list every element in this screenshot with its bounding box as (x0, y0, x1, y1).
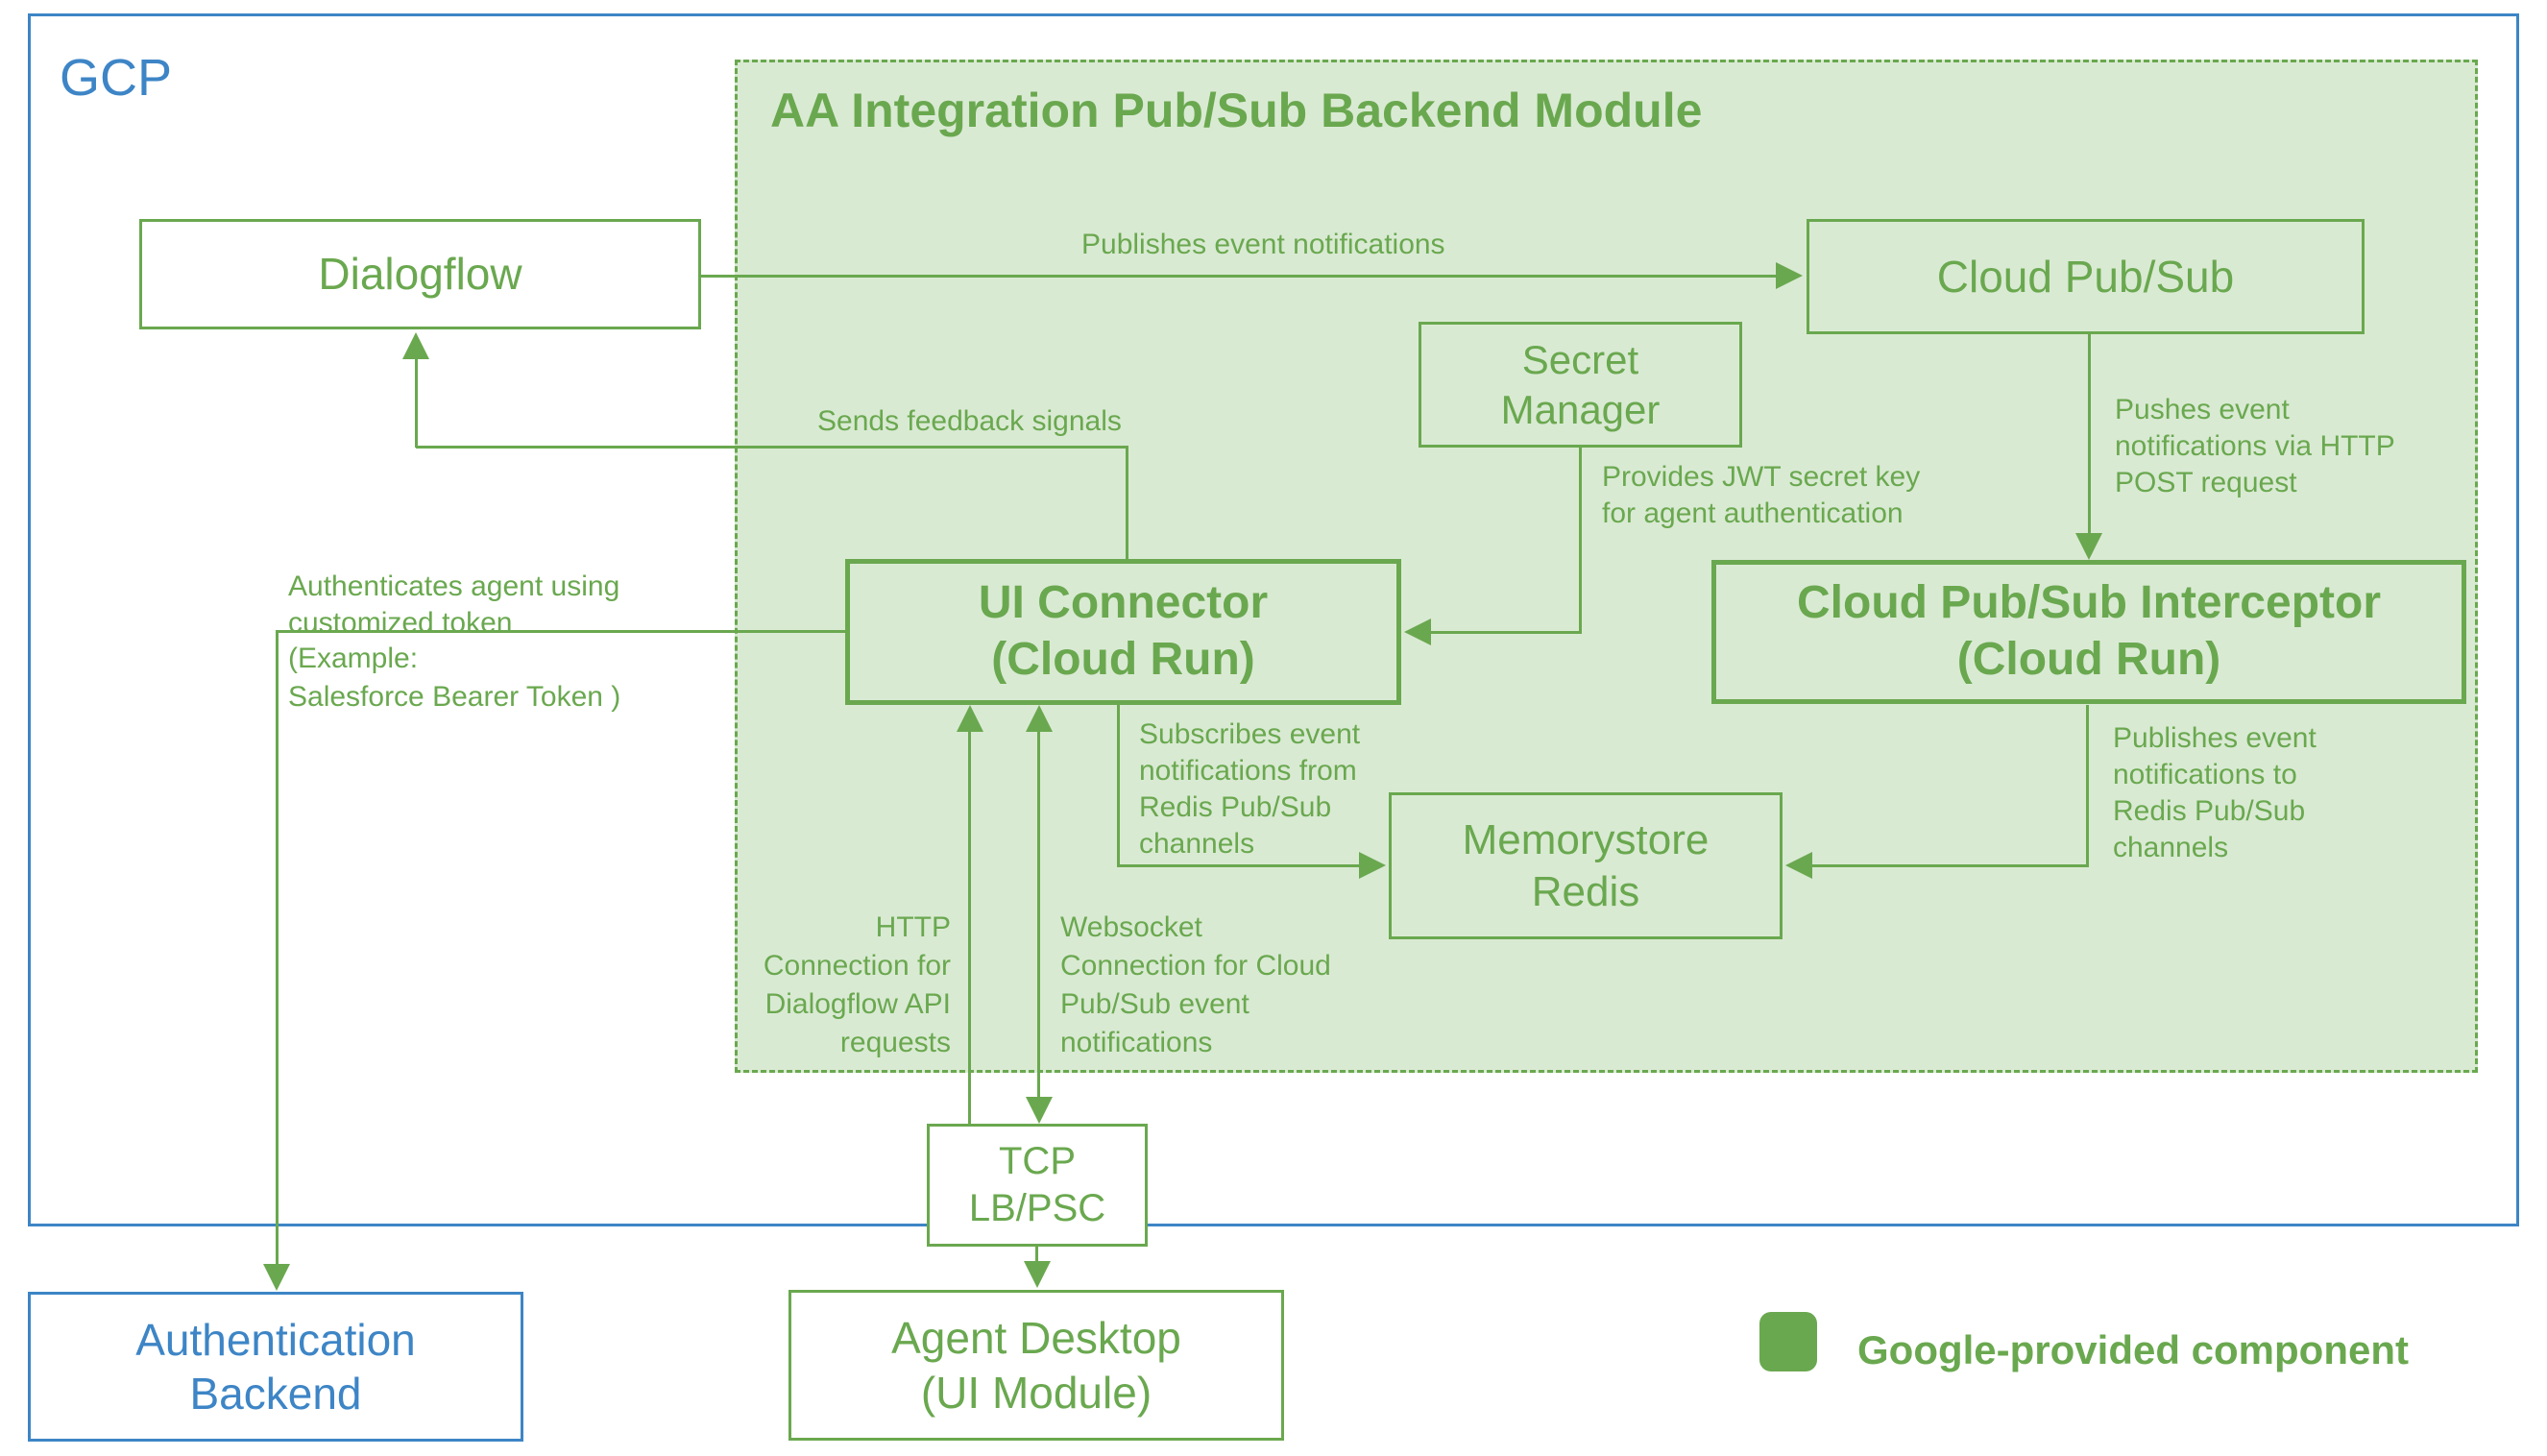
node-label: UI Connector (978, 577, 1269, 629)
edge-label-line: channels (1139, 828, 1255, 860)
edge-label-line: Subscribes event (1139, 718, 1361, 750)
edge-label-line: Connection for (763, 950, 951, 982)
node-dialogflow: Dialogflow (139, 219, 701, 329)
edge-websocket-arrowhead-up (1026, 705, 1053, 732)
edge-feedback-arrowhead (402, 332, 429, 359)
edge-label-line: POST request (2115, 467, 2297, 498)
node-agent-desktop: Agent Desktop (UI Module) (788, 1290, 1284, 1441)
edge-label-websocket-connection: Websocket Connection for Cloud Pub/Sub e… (1060, 909, 1331, 1062)
edge-http-arrowhead (957, 705, 983, 732)
edge-publishes-event-line (701, 275, 1778, 278)
edge-label-authenticates-top: Authenticates agent using customized tok… (288, 569, 619, 642)
edge-push-line (2088, 334, 2091, 534)
edge-publishes-event-arrowhead (1776, 262, 1803, 289)
edge-feedback-line-v2 (415, 358, 418, 448)
node-authentication-backend: Authentication Backend (28, 1292, 523, 1442)
node-label: (UI Module) (920, 1367, 1152, 1418)
edge-http-line (968, 728, 971, 1124)
edge-label-line: notifications from (1139, 755, 1357, 787)
edge-jwt-line-h (1430, 631, 1581, 634)
edge-label-publishes-redis: Publishes event notifications to Redis P… (2113, 720, 2317, 866)
edge-label-line: Redis Pub/Sub (2113, 795, 2306, 827)
node-cloud-pubsub: Cloud Pub/Sub (1807, 219, 2365, 334)
edge-label-line: requests (839, 1027, 951, 1058)
edge-desktop-line (1035, 1247, 1038, 1263)
node-label: (Cloud Run) (1956, 634, 2221, 685)
node-label: Manager (1500, 386, 1661, 432)
edge-label-line: Pushes event (2115, 394, 2290, 425)
gcp-label: GCP (60, 49, 173, 107)
edge-label-sends-feedback: Sends feedback signals (817, 405, 1122, 437)
edge-websocket-arrowhead-down (1026, 1097, 1053, 1124)
node-label: LB/PSC (968, 1187, 1106, 1229)
edge-label-subscribes: Subscribes event notifications from Redi… (1139, 716, 1360, 862)
edge-websocket-line (1037, 728, 1040, 1099)
gcp-boundary-box (28, 13, 2519, 1226)
node-label: Secret (1521, 337, 1639, 383)
edge-label-authenticates-bottom: (Example: Salesforce Bearer Token ) (288, 640, 620, 716)
edge-label-line: notifications to (2113, 759, 2297, 790)
node-cloud-pubsub-interceptor: Cloud Pub/Sub Interceptor (Cloud Run) (1711, 560, 2466, 704)
edge-label-line: (Example: (288, 643, 419, 674)
edge-label-line: customized token (288, 607, 513, 639)
legend-label: Google-provided component (1857, 1327, 2409, 1372)
module-title: AA Integration Pub/Sub Backend Module (770, 84, 1703, 137)
edge-label-provides-jwt: Provides JWT secret key for agent authen… (1602, 459, 1920, 532)
edge-label-line: notifications via HTTP (2115, 430, 2395, 462)
edge-jwt-arrowhead (1404, 619, 1431, 645)
edge-subscribes-arrowhead (1359, 852, 1386, 879)
edge-auth-arrowhead (263, 1264, 290, 1291)
edge-label-http-connection: HTTP Connection for Dialogflow API reque… (634, 909, 951, 1062)
edge-label-line: Redis Pub/Sub (1139, 791, 1332, 823)
node-label: Agent Desktop (891, 1313, 1181, 1364)
edge-label-line: Dialogflow API (764, 988, 951, 1020)
edge-label-pushes-event: Pushes event notifications via HTTP POST… (2115, 392, 2395, 501)
edge-subscribes-line-h (1117, 864, 1361, 867)
edge-push-arrowhead (2075, 533, 2102, 560)
node-label: Redis (1531, 867, 1640, 915)
node-label: Cloud Pub/Sub Interceptor (1797, 577, 2381, 629)
edge-label-line: Websocket (1060, 911, 1202, 943)
node-label: Authentication (135, 1314, 416, 1365)
edge-desktop-arrowhead (1024, 1261, 1051, 1288)
edge-auth-line-h (277, 630, 847, 633)
edge-feedback-line-v1 (1126, 447, 1128, 559)
edge-label-line: Publishes event (2113, 722, 2317, 754)
node-label: Cloud Pub/Sub (1936, 251, 2235, 302)
node-label: (Cloud Run) (991, 634, 1255, 685)
edge-label-line: for agent authentication (1602, 497, 1904, 529)
node-label: TCP (999, 1140, 1076, 1183)
edge-publishes-redis-line-v (2086, 705, 2089, 867)
node-tcp-lb-psc: TCP LB/PSC (927, 1124, 1148, 1247)
edge-label-line: channels (2113, 832, 2229, 863)
edge-feedback-line-h (416, 446, 1128, 449)
node-label: Memorystore (1462, 815, 1710, 863)
edge-auth-line-v (276, 630, 279, 1265)
edge-label-line: Authenticates agent using (288, 570, 620, 602)
node-ui-connector: UI Connector (Cloud Run) (845, 559, 1401, 705)
edge-label-line: Pub/Sub event (1060, 988, 1249, 1020)
edge-label-publishes-event: Publishes event notifications (1081, 229, 1445, 260)
edge-subscribes-line-v (1117, 705, 1120, 867)
node-memorystore-redis: Memorystore Redis (1389, 792, 1783, 939)
edge-label-line: Salesforce Bearer Token ) (288, 681, 621, 713)
edge-label-line: notifications (1060, 1027, 1213, 1058)
legend-google-component-swatch (1759, 1312, 1817, 1371)
edge-label-line: HTTP (875, 911, 951, 943)
node-label: Dialogflow (318, 249, 522, 300)
edge-label-line: Connection for Cloud (1060, 950, 1331, 982)
edge-jwt-line-v (1579, 448, 1582, 634)
edge-label-line: Provides JWT secret key (1602, 461, 1921, 493)
node-secret-manager: Secret Manager (1419, 322, 1742, 448)
edge-publishes-redis-line-h (1812, 864, 2089, 867)
edge-publishes-redis-arrowhead (1785, 852, 1812, 879)
node-label: Backend (189, 1369, 362, 1419)
